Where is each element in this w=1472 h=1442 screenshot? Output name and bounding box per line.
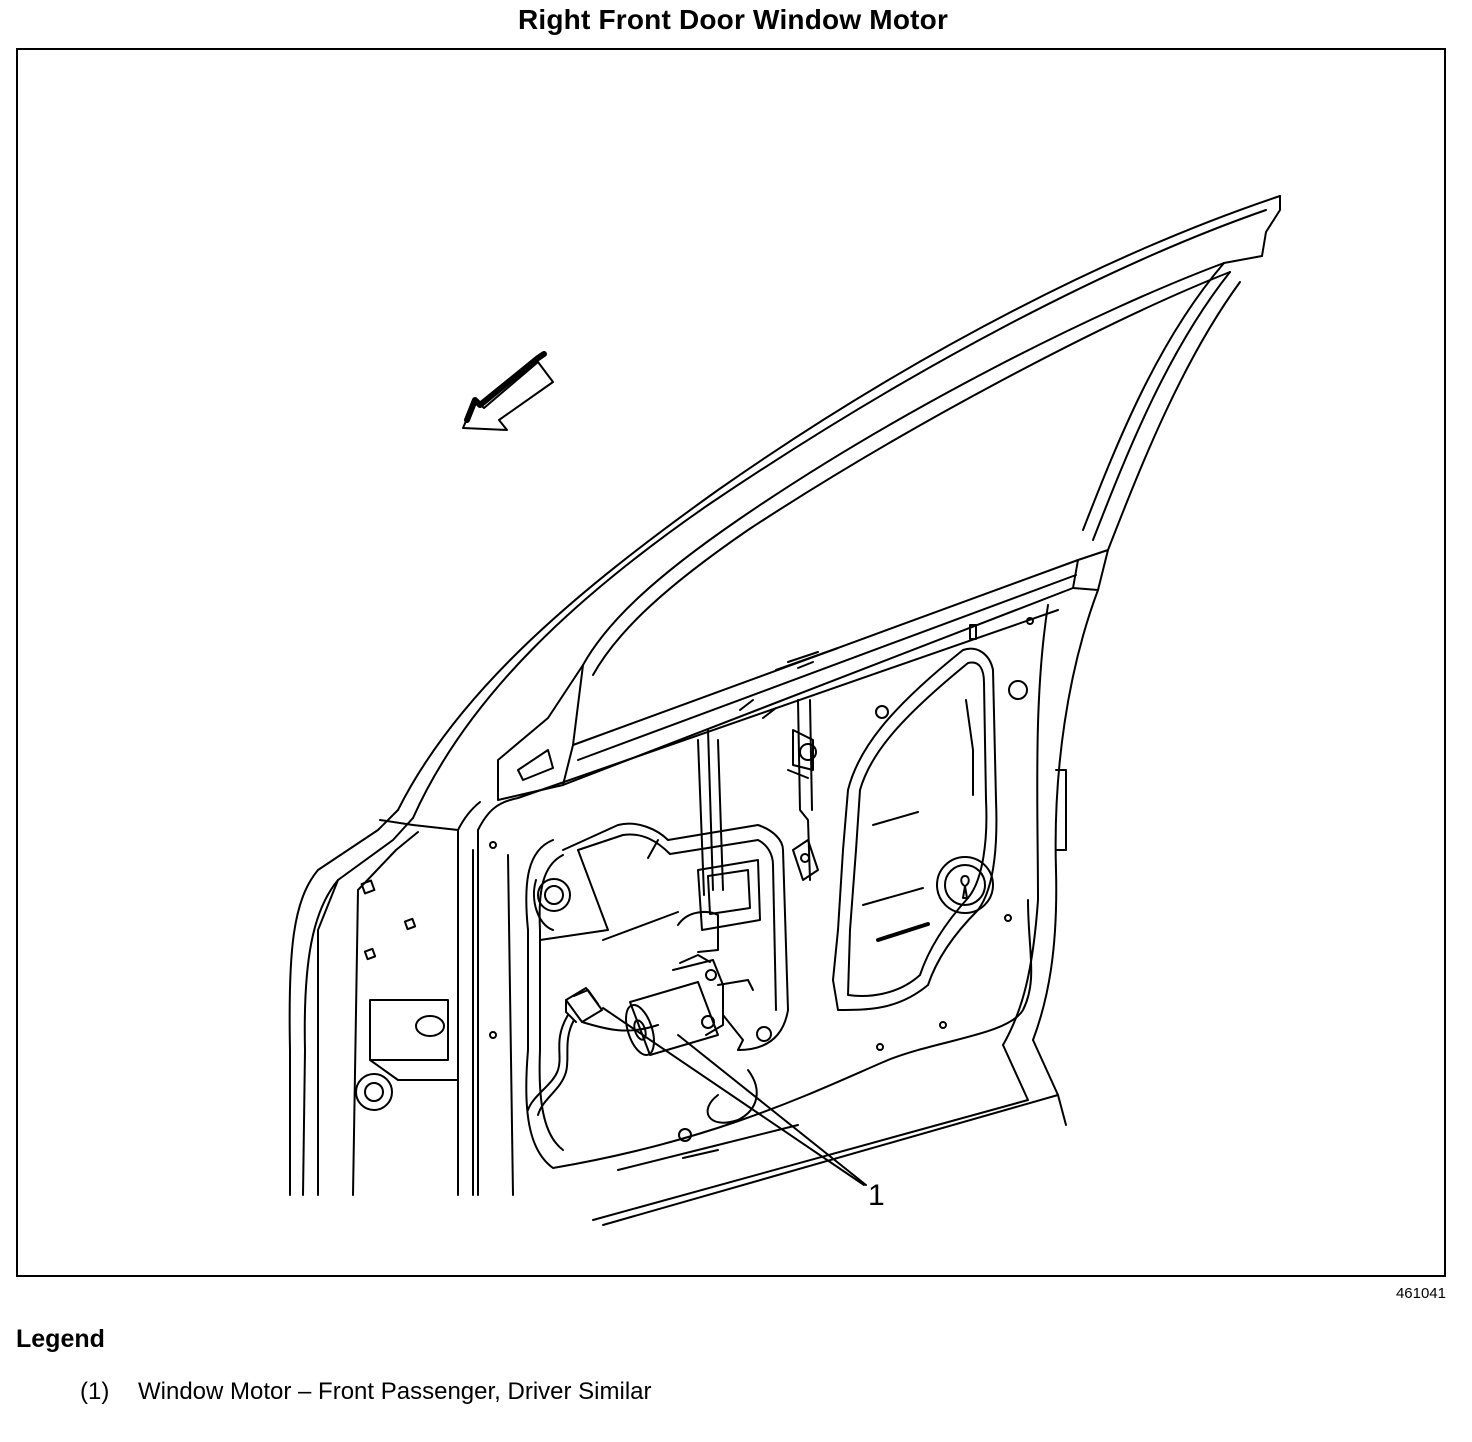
legend-item-number: (1) xyxy=(80,1378,110,1405)
a-pillar-hinge-area xyxy=(288,801,481,1196)
inner-door-panel xyxy=(477,609,1059,1196)
motor-connector-harness xyxy=(527,987,758,1124)
window-regulator xyxy=(533,699,819,1051)
callout-1-label: 1 xyxy=(868,1179,885,1212)
legend-item-text: Window Motor – Front Passenger, Driver S… xyxy=(138,1378,652,1405)
illustration-frame: 1 xyxy=(16,48,1446,1277)
window-motor xyxy=(625,954,754,1057)
forward-arrow-icon xyxy=(462,351,554,431)
diagram-title: Right Front Door Window Motor xyxy=(517,4,949,35)
door-outer-frame xyxy=(397,195,1281,1226)
figure-number: 461041 xyxy=(1395,1285,1446,1302)
door-illustration: 1 xyxy=(288,195,1281,1226)
callout-leader-lines xyxy=(602,1007,867,1186)
legend-heading: Legend xyxy=(16,1325,105,1353)
